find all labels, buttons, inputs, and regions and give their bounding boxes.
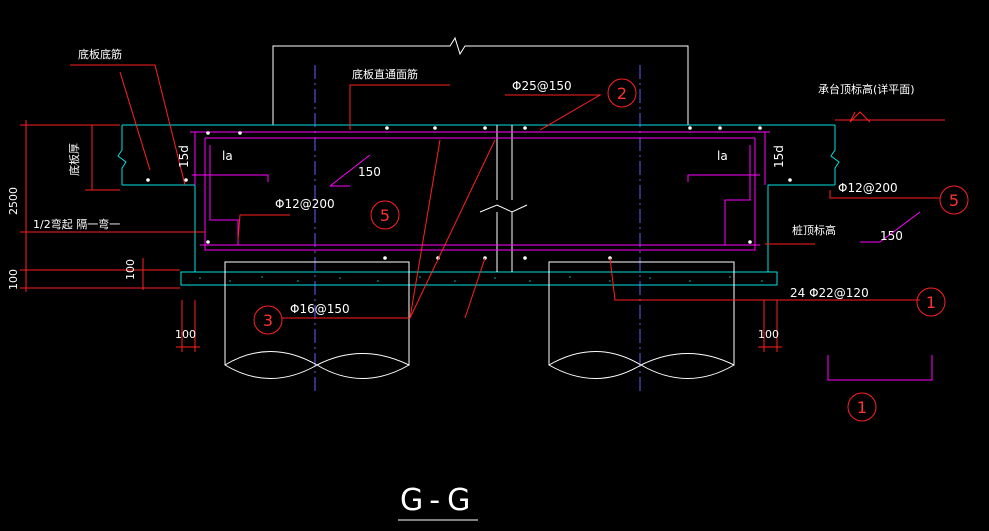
- label-la-right: la: [717, 149, 728, 163]
- label-150-left: 150: [358, 165, 381, 179]
- label-rebar-5-left: Φ12@200: [275, 197, 335, 211]
- marker-3: 3: [263, 311, 273, 330]
- detail-rebar-1: [827, 355, 933, 381]
- dim-100-left: 100: [175, 328, 196, 341]
- label-15d-right: 15d: [772, 145, 786, 168]
- label-cap-top-elevation: 承台顶标高(详平面): [818, 82, 915, 96]
- pile-right: [548, 261, 735, 379]
- label-half-bend: 1/2弯起 隔一弯一: [33, 217, 120, 231]
- label-rebar-1: 24 Φ22@120: [790, 286, 869, 300]
- marker-circles: [253, 78, 969, 422]
- dim-100-right: 100: [758, 328, 779, 341]
- leader-lines: [20, 64, 945, 319]
- dim-100-a: 100: [7, 269, 20, 290]
- label-rebar-2: Φ25@150: [512, 79, 572, 93]
- label-la-left: la: [222, 149, 233, 163]
- section-title: G-G: [400, 483, 476, 518]
- pile-left: [224, 261, 410, 379]
- rebar-dots: [146, 126, 792, 260]
- marker-5-left: 5: [380, 206, 390, 225]
- dimension-lines: [20, 120, 782, 352]
- label-bottom-bottom-rebar: 底板底筋: [78, 47, 122, 61]
- rebar-lines: [190, 131, 933, 381]
- label-15d-left: 15d: [177, 145, 191, 168]
- label-150-right: 150: [880, 229, 903, 243]
- marker-1-detail: 1: [857, 398, 867, 417]
- axis-lines: [314, 65, 641, 395]
- cushion-layer: [180, 271, 778, 286]
- piles: [224, 261, 735, 379]
- label-bottom-thickness: 底板厚: [67, 143, 81, 176]
- dim-2500: 2500: [7, 187, 20, 215]
- pier-outline: [272, 36, 689, 125]
- label-pile-top-elevation: 桩顶标高: [792, 223, 836, 237]
- label-rebar-3: Φ16@150: [290, 302, 350, 316]
- dim-100-b: 100: [124, 259, 137, 280]
- label-bottom-top-through-rebar: 底板直通面筋: [352, 67, 418, 81]
- marker-2: 2: [617, 84, 627, 103]
- marker-1: 1: [926, 293, 936, 312]
- label-rebar-5-right: Φ12@200: [838, 181, 898, 195]
- marker-5-right: 5: [949, 191, 959, 210]
